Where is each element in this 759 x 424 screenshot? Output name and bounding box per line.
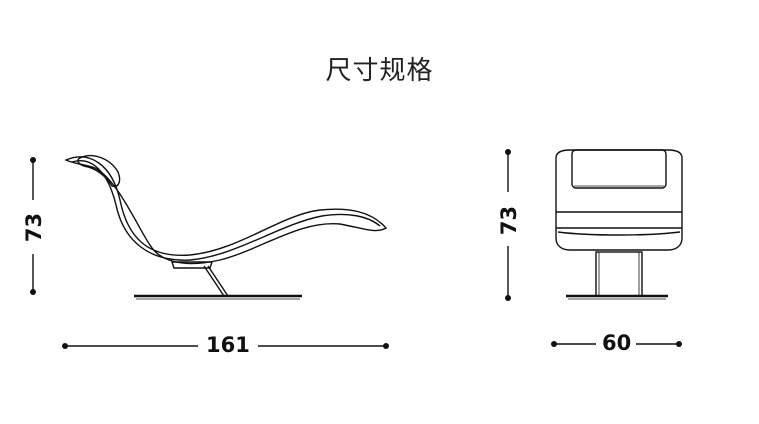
chair-outer-shell: [555, 149, 683, 251]
side-length-right-dot: [383, 343, 389, 349]
front-width-left-dot: [551, 341, 557, 347]
chaise-outer-shell: [64, 156, 388, 265]
side-view-chaise: [64, 154, 388, 300]
front-width-right-dot: [676, 341, 682, 347]
side-length-label: 161: [206, 333, 250, 357]
chaise-inner-line: [71, 160, 381, 261]
chair-column: [595, 251, 643, 297]
side-height-label: 73: [22, 208, 48, 247]
front-height-top-dot: [505, 149, 511, 155]
front-width-label: 60: [602, 331, 632, 355]
front-height-label: 73: [497, 201, 523, 240]
page-title: 尺寸规格: [325, 56, 434, 86]
side-height-top-dot: [30, 157, 36, 163]
side-height-bottom-dot: [30, 289, 36, 295]
front-view-chair: [555, 149, 683, 300]
side-length-left-dot: [62, 343, 68, 349]
chair-headrest: [571, 149, 667, 189]
chaise-head-pillow: [77, 154, 121, 188]
chaise-leg: [203, 265, 229, 297]
front-height-bottom-dot: [505, 295, 511, 301]
chair-seat-curve: [557, 231, 681, 236]
